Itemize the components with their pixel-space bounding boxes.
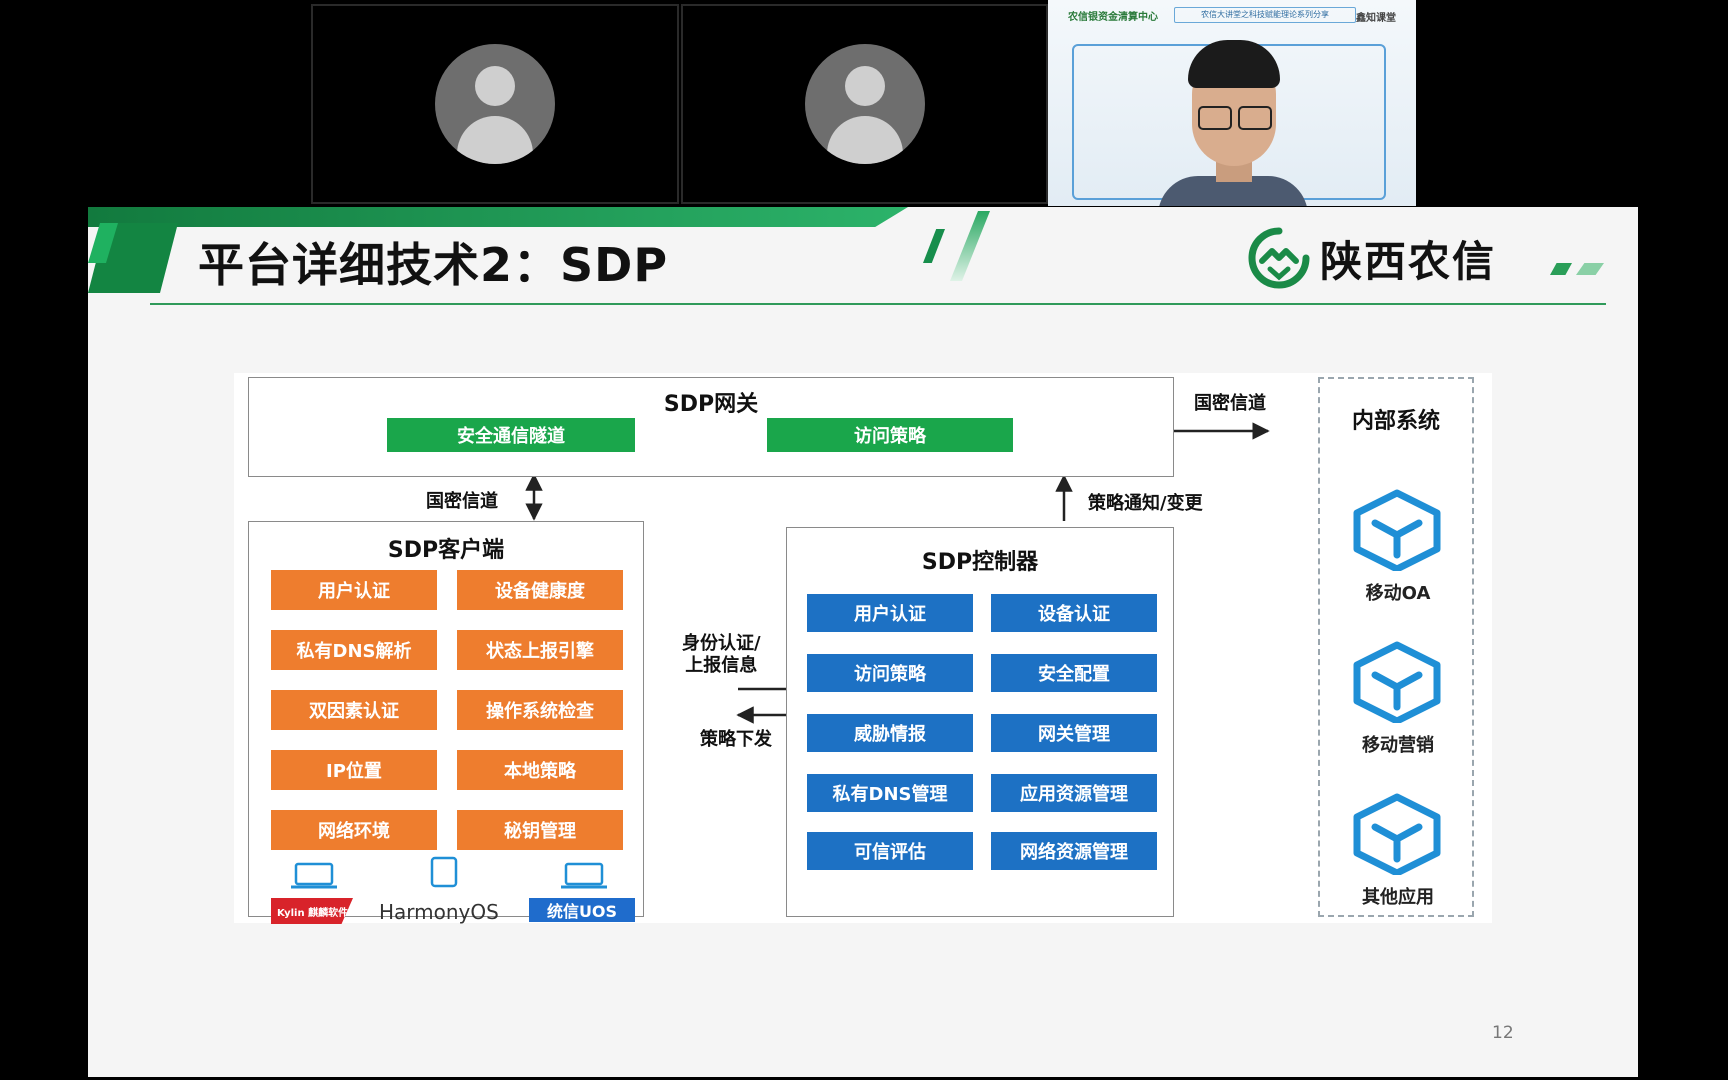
gateway-module: 安全通信隧道 bbox=[387, 418, 635, 452]
header-decoration bbox=[923, 229, 945, 263]
client-module: 秘钥管理 bbox=[457, 810, 623, 850]
page-number: 12 bbox=[1492, 1023, 1514, 1043]
speaker-video-header: 农信银资金清算中心 农信大讲堂之科技赋能理论系列分享 鑫知课堂 bbox=[1048, 0, 1416, 34]
controller-module: 威胁情报 bbox=[807, 714, 973, 752]
gateway-controller-link-label: 策略通知/变更 bbox=[1088, 493, 1203, 514]
sdp-gateway-title: SDP网关 bbox=[663, 392, 759, 417]
slide-title: 平台详细技术2：SDP bbox=[198, 238, 669, 292]
cube-icon bbox=[1351, 489, 1443, 575]
internal-app-label: 其他应用 bbox=[1362, 887, 1434, 908]
sdp-controller-box: SDP控制器 用户认证 设备认证 访问策略 安全配置 威胁情报 网关管理 私有D… bbox=[786, 527, 1174, 917]
client-module: 状态上报引擎 bbox=[457, 630, 623, 670]
gateway-client-link-label: 国密信道 bbox=[426, 491, 498, 512]
client-module: IP位置 bbox=[271, 750, 437, 790]
controller-module: 应用资源管理 bbox=[991, 774, 1157, 812]
tablet-icon bbox=[429, 856, 459, 892]
participant-tile[interactable] bbox=[681, 4, 1048, 204]
kylin-logo: Kylin 麒麟软件 bbox=[271, 898, 353, 924]
internal-systems-box: 内部系统 移动OA 移动营销 其他应用 bbox=[1318, 377, 1474, 917]
sdp-controller-title: SDP控制器 bbox=[921, 550, 1039, 575]
client-module: 用户认证 bbox=[271, 570, 437, 610]
cube-icon bbox=[1351, 793, 1443, 879]
client-module: 操作系统检查 bbox=[457, 690, 623, 730]
harmonyos-label: HarmonyOS bbox=[379, 900, 499, 924]
sdp-client-title: SDP客户端 bbox=[387, 538, 505, 563]
client-module: 设备健康度 bbox=[457, 570, 623, 610]
client-controller-up-label: 身份认证/ 上报信息 bbox=[682, 633, 761, 676]
client-controller-down-label: 策略下发 bbox=[700, 729, 772, 750]
internal-systems-title: 内部系统 bbox=[1351, 409, 1440, 434]
brand-logo: 陕西农信 bbox=[1248, 223, 1496, 293]
client-module: 双因素认证 bbox=[271, 690, 437, 730]
controller-module: 设备认证 bbox=[991, 594, 1157, 632]
avatar-placeholder-icon bbox=[435, 44, 555, 164]
presentation-slide: 平台详细技术2：SDP 陕西农信 SDP网 bbox=[88, 207, 1638, 1077]
avatar-placeholder-icon bbox=[804, 44, 925, 164]
client-module: 本地策略 bbox=[457, 750, 623, 790]
speaker-video[interactable]: 农信银资金清算中心 农信大讲堂之科技赋能理论系列分享 鑫知课堂 bbox=[1048, 0, 1416, 206]
speaker-brand-label: 鑫知课堂 bbox=[1356, 13, 1396, 24]
sdp-architecture-diagram: SDP网关 安全通信隧道 访问策略 国密信道 国密信道 策略通知/变更 SDP客… bbox=[234, 373, 1492, 924]
internal-app-label: 移动OA bbox=[1365, 583, 1431, 604]
client-module: 私有DNS解析 bbox=[271, 630, 437, 670]
cube-icon bbox=[1351, 641, 1443, 727]
gateway-module: 访问策略 bbox=[767, 418, 1013, 452]
controller-module: 网关管理 bbox=[991, 714, 1157, 752]
uos-logo: 统信UOS bbox=[529, 898, 635, 922]
controller-module: 私有DNS管理 bbox=[807, 774, 973, 812]
header-decoration bbox=[950, 211, 990, 281]
participant-tile[interactable] bbox=[311, 4, 679, 204]
controller-module: 可信评估 bbox=[807, 832, 973, 870]
header-stripe bbox=[88, 207, 908, 227]
speaker-banner: 农信大讲堂之科技赋能理论系列分享 bbox=[1174, 7, 1356, 23]
header-divider bbox=[150, 303, 1606, 305]
sdp-client-box: SDP客户端 用户认证 设备健康度 私有DNS解析 状态上报引擎 双因素认证 操… bbox=[248, 521, 644, 924]
brand-name: 陕西农信 bbox=[1320, 236, 1497, 286]
brand-logo-icon bbox=[1248, 227, 1310, 289]
controller-module: 安全配置 bbox=[991, 654, 1157, 692]
laptop-icon bbox=[289, 862, 339, 894]
client-module: 网络环境 bbox=[271, 810, 437, 850]
speaker-org-label: 农信银资金清算中心 bbox=[1068, 12, 1158, 23]
internal-app-label: 移动营销 bbox=[1362, 735, 1434, 756]
header-decoration bbox=[1550, 263, 1572, 275]
header-decoration bbox=[1576, 263, 1604, 275]
speaker-person bbox=[1158, 40, 1308, 206]
gateway-internal-link-label: 国密信道 bbox=[1194, 393, 1266, 414]
sdp-gateway-box: SDP网关 安全通信隧道 访问策略 bbox=[248, 377, 1174, 477]
laptop-icon bbox=[559, 862, 609, 894]
controller-module: 网络资源管理 bbox=[991, 832, 1157, 870]
controller-module: 用户认证 bbox=[807, 594, 973, 632]
controller-module: 访问策略 bbox=[807, 654, 973, 692]
